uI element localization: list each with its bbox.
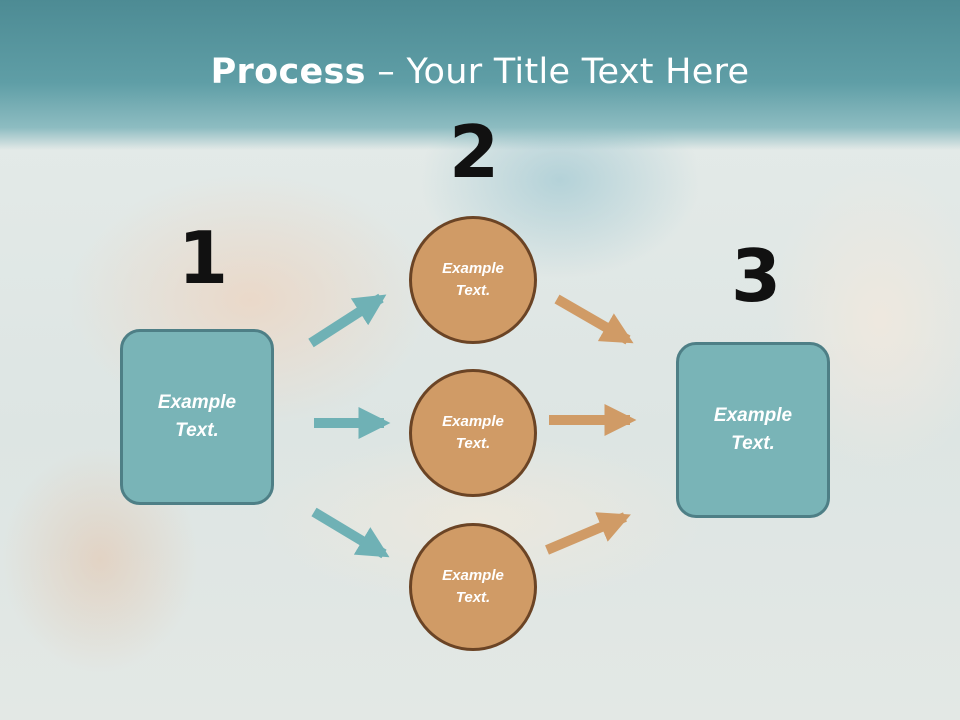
arrow-2-to-3-bottom (545, 512, 631, 555)
step-3-box: Example Text. (676, 342, 830, 518)
arrow-1-to-2-bottom (311, 507, 390, 559)
step-3-text: Example Text. (713, 404, 793, 455)
step-number-3: 3 (731, 234, 782, 318)
step-number-1: 1 (178, 216, 229, 300)
step-2-circle-2: Example Text. (409, 369, 537, 497)
step-1-text: Example Text. (157, 391, 237, 442)
step-2-circle-1-text: Example Text. (442, 259, 504, 300)
arrow-1-to-2-top (308, 293, 387, 348)
title-bar (0, 0, 960, 150)
arrow-2-to-3-top (554, 294, 634, 345)
step-2-circle-1: Example Text. (409, 216, 537, 344)
step-2-circle-3-text: Example Text. (442, 566, 504, 607)
slide-title: Process – Your Title Text Here (0, 52, 960, 92)
title-rest: – Your Title Text Here (365, 52, 750, 92)
step-number-2: 2 (449, 110, 500, 194)
step-2-circle-3: Example Text. (409, 523, 537, 651)
step-2-circle-2-text: Example Text. (442, 412, 504, 453)
title-bold: Process (210, 52, 366, 92)
step-1-box: Example Text. (120, 329, 274, 505)
